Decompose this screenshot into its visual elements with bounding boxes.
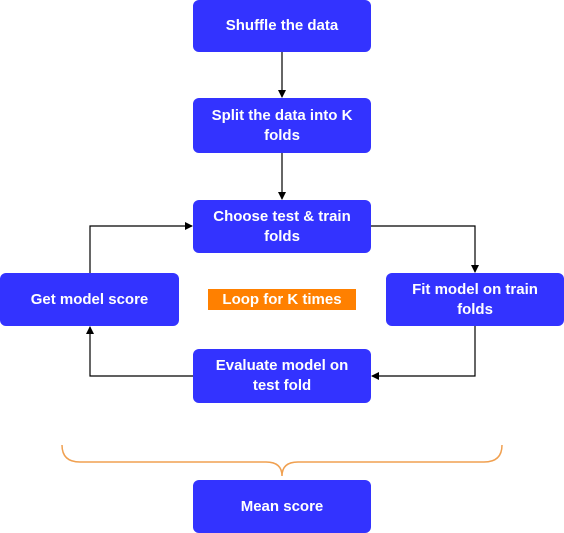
choose-folds-node[interactable]: Choose test & train folds: [193, 200, 371, 253]
mean-score-label: Mean score: [240, 497, 324, 515]
edge-choose-to-fit: [371, 225, 479, 273]
mean-score-node[interactable]: Mean score: [193, 480, 371, 533]
shuffle-data-label: Shuffle the data: [225, 17, 339, 34]
shuffle-data-node[interactable]: Shuffle the data: [193, 0, 371, 52]
get-model-score-node[interactable]: Get model score: [0, 273, 179, 326]
get-model-score-label: Get model score: [30, 290, 149, 308]
curly-brace: [61, 444, 503, 477]
edge-evaluate-to-get-score: [86, 326, 193, 377]
loop-label: Loop for K times: [208, 289, 356, 310]
choose-folds-label: Choose test & train folds: [213, 207, 351, 245]
edge-get-score-to-choose: [89, 222, 193, 273]
evaluate-model-label: Evaluate model on test fold: [215, 357, 349, 394]
split-folds-node[interactable]: Split the data into K folds: [193, 98, 371, 153]
edge-fit-to-evaluate: [371, 326, 476, 380]
split-folds-label: Split the data into K folds: [211, 106, 353, 144]
fit-model-node[interactable]: Fit model on train folds: [386, 273, 564, 326]
evaluate-model-node[interactable]: Evaluate model on test fold: [193, 349, 371, 403]
fit-model-label: Fit model on train folds: [412, 280, 538, 318]
